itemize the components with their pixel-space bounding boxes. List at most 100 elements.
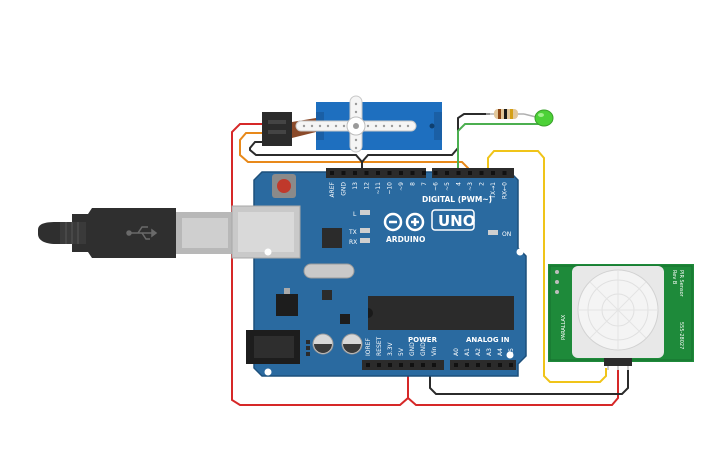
power-header-label: POWER <box>408 336 438 344</box>
header-pin-socket[interactable] <box>487 363 491 367</box>
board-model: UNO <box>438 212 476 230</box>
header-pin-socket[interactable] <box>433 171 438 175</box>
header-pin-socket[interactable] <box>454 363 458 367</box>
digital-header-block-2 <box>432 168 514 178</box>
header-pin-socket[interactable] <box>498 363 502 367</box>
wire-green-led <box>457 123 540 175</box>
mounting-hole <box>264 248 272 256</box>
led-rx <box>360 238 370 243</box>
pin-label: 8 <box>410 182 417 186</box>
wire-orange-servo-signal <box>239 132 469 175</box>
pir-sensor: PARALLAX PIR Sensor Rev B 555-28027 <box>548 264 694 370</box>
usb-chip <box>322 228 342 248</box>
servo-connector <box>262 112 292 146</box>
usb-cable <box>38 208 232 258</box>
header-pin-socket[interactable] <box>388 363 392 367</box>
pin-label: A2 <box>475 348 482 356</box>
led-tx <box>360 228 370 233</box>
header-pin-socket[interactable] <box>502 171 507 175</box>
wires <box>231 113 629 406</box>
header-pin-socket[interactable] <box>509 363 513 367</box>
small-chip <box>322 290 332 300</box>
pin-label: ~10 <box>387 182 394 195</box>
pin-label: ~9 <box>398 182 405 191</box>
pin-label: 5V <box>398 347 405 356</box>
pin-label: 12 <box>364 182 371 190</box>
mounting-hole <box>506 351 514 359</box>
header-pin-socket[interactable] <box>456 171 461 175</box>
pir-revision: Rev B <box>671 270 677 285</box>
header-pin-socket[interactable] <box>410 171 415 175</box>
header-pin-socket[interactable] <box>445 171 449 175</box>
pin-label: A4 <box>497 348 504 356</box>
pin-label: TX→1 <box>490 182 497 200</box>
pir-brand: PARALLAX <box>561 314 567 340</box>
header-pin-socket[interactable] <box>353 171 357 175</box>
header-pin-socket[interactable] <box>330 171 334 175</box>
pir-part-number: 555-28027 <box>678 322 684 349</box>
analog-header-label: ANALOG IN <box>466 336 510 344</box>
pin-label: GND <box>409 342 416 356</box>
pir-pin-header <box>604 358 632 366</box>
led-green <box>523 109 554 127</box>
header-pin-socket[interactable] <box>377 363 381 367</box>
mounting-hole <box>264 368 272 376</box>
wire-red-pir-vcc <box>407 368 619 406</box>
pin-label: ~3 <box>467 182 474 191</box>
pin-label: ~6 <box>433 182 440 191</box>
pin-label: GND <box>341 182 348 196</box>
resistor <box>486 109 524 119</box>
header-pin-socket[interactable] <box>421 363 425 367</box>
header-pin-socket[interactable] <box>399 171 403 175</box>
reset-button[interactable] <box>277 179 291 193</box>
wire-black-servo-gnd <box>249 141 363 175</box>
pin-label: Vin <box>431 346 438 356</box>
arduino-logo <box>383 212 425 232</box>
header-pin-socket[interactable] <box>341 171 346 175</box>
pin-label: ~11 <box>375 182 382 195</box>
pin-label: GND <box>420 342 427 356</box>
pin-label: 4 <box>456 182 463 186</box>
pin-label: A5 <box>508 348 515 356</box>
header-pin-socket[interactable] <box>366 363 370 367</box>
atmega-chip <box>368 296 514 330</box>
board-brand: ARDUINO <box>386 235 425 244</box>
pin-label: 3.3V <box>387 341 394 356</box>
header-pin-socket[interactable] <box>410 363 414 367</box>
header-pin-socket[interactable] <box>468 171 472 175</box>
header-pin-socket[interactable] <box>387 171 392 175</box>
small-component <box>340 314 350 324</box>
pin-label: AREF <box>329 181 336 197</box>
led-on-label: ON <box>502 231 511 238</box>
usb-symbol-icon <box>126 226 158 240</box>
pin-label: RESET <box>376 336 383 356</box>
header-pin-socket[interactable] <box>491 171 495 175</box>
icsp-header <box>306 340 310 356</box>
pin-label: A0 <box>453 348 460 356</box>
header-pin-socket[interactable] <box>465 363 469 367</box>
header-pin-socket[interactable] <box>364 171 369 175</box>
analog-header-block <box>450 360 516 370</box>
usb-plug-ribs <box>60 222 86 244</box>
mounting-hole <box>516 248 524 256</box>
wire-black-pir-gnd <box>429 364 629 395</box>
pin-label: 7 <box>421 182 428 186</box>
header-pin-socket[interactable] <box>432 363 436 367</box>
led-tx-label: TX <box>348 229 357 236</box>
crystal <box>303 263 355 279</box>
digital-header-label: DIGITAL (PWM~) <box>422 195 492 204</box>
voltage-regulator <box>276 294 298 316</box>
header-pin-socket[interactable] <box>422 171 426 175</box>
header-pin-socket[interactable] <box>476 363 480 367</box>
header-pin-socket[interactable] <box>376 171 380 175</box>
header-pin-socket[interactable] <box>479 171 484 175</box>
pin-label: ~5 <box>444 182 451 191</box>
pin-label: 13 <box>352 182 359 190</box>
header-pin-socket[interactable] <box>399 363 403 367</box>
led-l <box>360 210 370 215</box>
pin-label: RX←0 <box>502 182 509 199</box>
pin-label: A3 <box>486 348 493 356</box>
